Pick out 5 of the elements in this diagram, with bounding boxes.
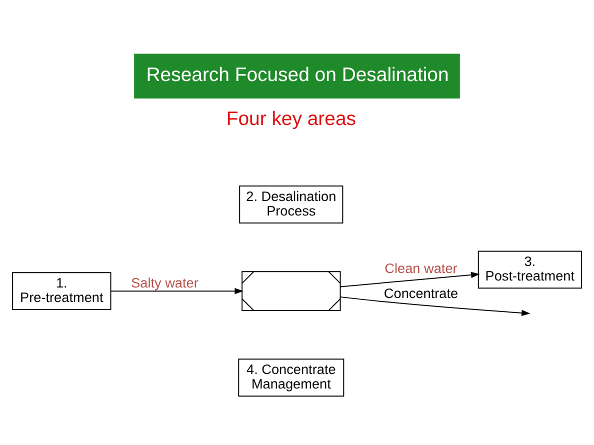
edge-label: Salty water (131, 274, 198, 290)
label: Four key areas (226, 107, 356, 130)
edge-label: Clean water (384, 260, 458, 276)
edge-label: Concentrate (384, 286, 458, 301)
diagram-title: Research Focused on Desalination (146, 64, 449, 86)
